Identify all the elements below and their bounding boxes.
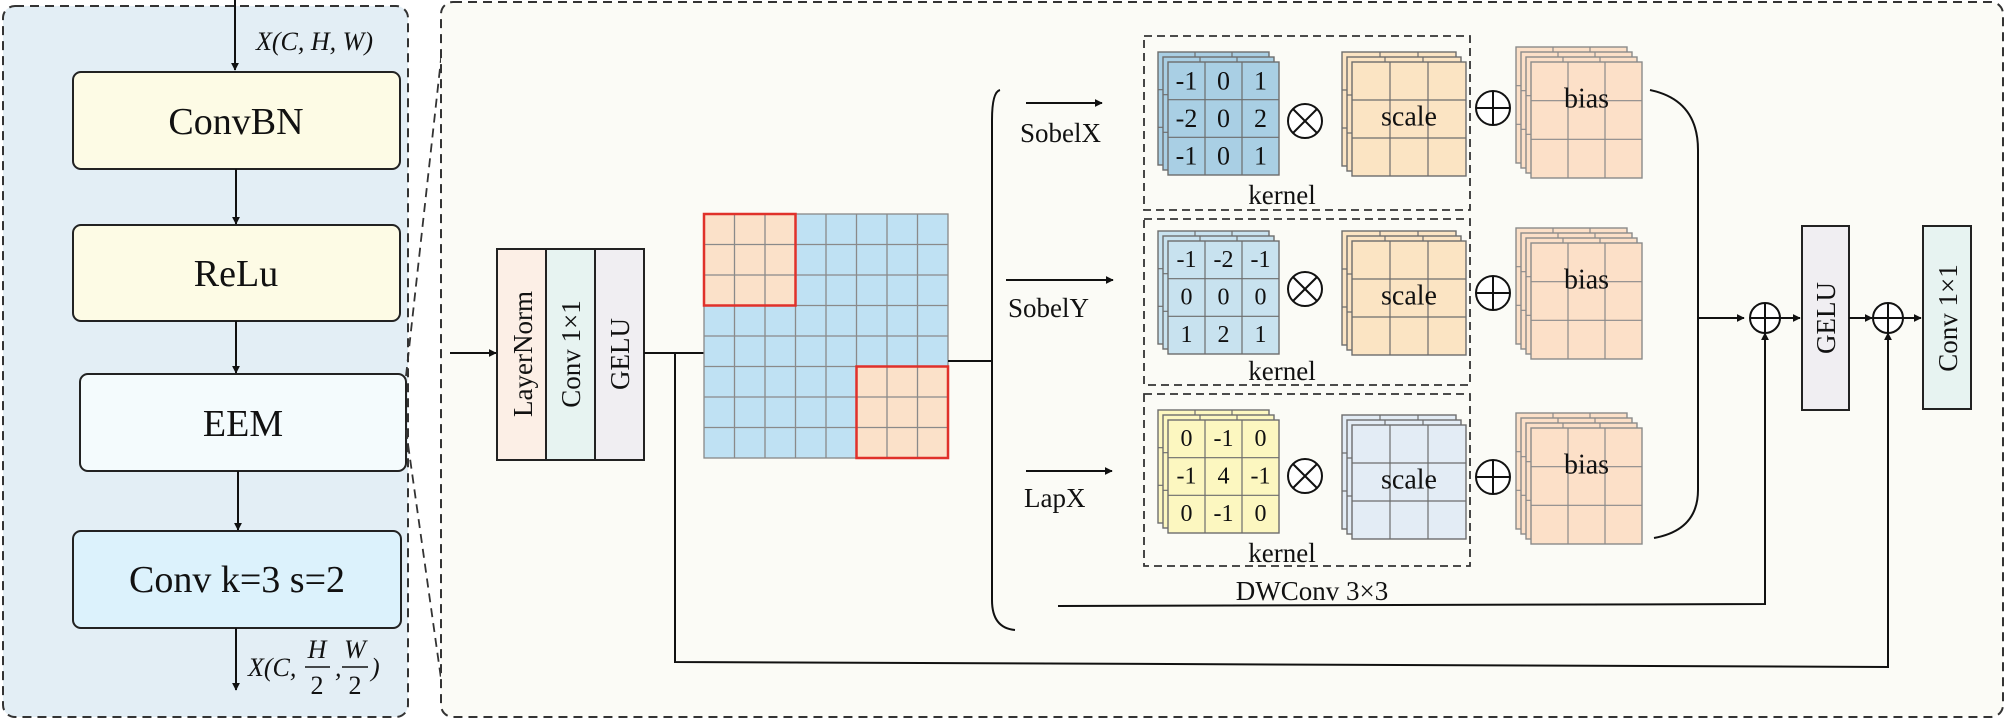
kernel-sobelx-value: -1 [1176,142,1198,171]
scale-label-lapx: scale [1381,465,1437,496]
dwconv-label: DWConv 3×3 [1236,576,1388,606]
kernel-lapx-value: -1 [1177,464,1197,490]
svg-text:H: H [307,635,328,664]
relu-label: ReLu [194,253,278,295]
kernel-sobely-value: -1 [1177,247,1197,273]
highlight-window-2 [855,365,950,460]
feature-map-grid [702,212,950,460]
kernel-sobelx-value: 0 [1217,142,1230,171]
branch-lapx-label: LapX [1024,483,1086,513]
kernel-sobely-value: -1 [1251,247,1271,273]
kernel-sobely-value: 0 [1218,285,1230,311]
gelu-pre-label: GELU [605,318,635,390]
kernel-sobely-value: 0 [1181,285,1193,311]
kernel-lapx-value: -1 [1251,464,1271,490]
kernel-sobely-value: -2 [1214,247,1234,273]
kernel-lapx-value: 0 [1181,426,1193,452]
branch-sobelx-box [1143,35,1471,211]
conv1x1-out-block[interactable] [1922,225,1972,410]
conv-stride-label: Conv k=3 s=2 [129,559,345,601]
layernorm-block[interactable] [496,248,547,461]
kernel-sobely-value: 1 [1181,322,1193,348]
gelu-post-label: GELU [1811,282,1841,354]
kernel-sobelx-value: 0 [1217,104,1230,133]
multiply-node-lapx [1287,458,1323,494]
kernel-lapx-value: 0 [1255,501,1267,527]
gelu-pre-block[interactable] [594,248,645,461]
svg-text:2: 2 [311,671,324,700]
bias-label-sobelx: bias [1564,84,1609,115]
bias-label-sobely: bias [1564,265,1609,296]
kernel-sobelx-value: -1 [1176,66,1198,95]
svg-text:2: 2 [349,671,362,700]
svg-text:W: W [344,635,368,664]
layernorm-label: LayerNorm [508,291,538,417]
branch-sobely-box [1143,218,1471,386]
add-node-2 [1872,302,1904,334]
scale-label-sobelx: scale [1381,102,1437,133]
kernel-label-sobely: kernel [1248,356,1315,386]
kernel-lapx-value: 0 [1181,501,1193,527]
left-panel: X(C, H, W) ConvBN ReLu EEM Conv k=3 s=2 … [2,0,447,718]
branch-lapx: 0 -1 0 -1 4 -1 0 -1 0 scale bias [1157,409,1643,545]
kernel-lapx-value: 0 [1255,426,1267,452]
branch-sobelx-label: SobelX [1020,118,1102,148]
kernel-sobelx-value: 1 [1254,66,1267,95]
right-panel: LayerNorm Conv 1×1 GELU SobelX SobelY La… [440,1,2004,718]
output-label: X(C, H 2 , W 2 ) [247,635,380,700]
scale-label-sobely: scale [1381,281,1437,312]
kernel-sobelx-value: 0 [1217,66,1230,95]
plus-node-sobely [1475,275,1511,311]
kernel-sobely-value: 0 [1255,285,1267,311]
eem-block[interactable] [79,373,407,472]
kernel-label-lapx: kernel [1248,538,1315,568]
multiply-node-sobelx [1287,103,1323,139]
gelu-post-block[interactable] [1801,225,1850,411]
kernel-lapx-value: -1 [1214,426,1234,452]
kernel-sobelx-value: 1 [1254,142,1267,171]
kernel-label-sobelx: kernel [1248,180,1315,210]
multiply-node-sobely [1287,271,1323,307]
kernel-lapx-value: -1 [1214,501,1234,527]
convbn-label: ConvBN [168,101,303,143]
highlight-window-1 [702,212,797,307]
kernel-sobely-value: 2 [1218,322,1230,348]
plus-node-sobelx [1475,90,1511,126]
bias-label-lapx: bias [1564,450,1609,481]
branch-sobely-label: SobelY [1008,293,1089,323]
conv1x1-out-label: Conv 1×1 [1933,264,1963,372]
eem-label: EEM [203,403,283,445]
conv1x1-pre-block[interactable] [545,248,596,461]
svg-text:): ) [369,653,380,682]
input-label: X(C, H, W) [255,27,373,56]
kernel-sobely-value: 1 [1255,322,1267,348]
branch-lapx-box [1143,393,1471,567]
svg-text:,: , [335,653,342,682]
kernel-sobelx-value: -2 [1176,104,1198,133]
svg-text:X(C,: X(C, [247,653,296,682]
kernel-sobelx-value: 2 [1254,104,1267,133]
kernel-lapx-value: 4 [1218,464,1230,490]
add-node-1 [1749,302,1781,334]
plus-node-lapx [1475,459,1511,495]
conv1x1-pre-label: Conv 1×1 [556,300,586,408]
